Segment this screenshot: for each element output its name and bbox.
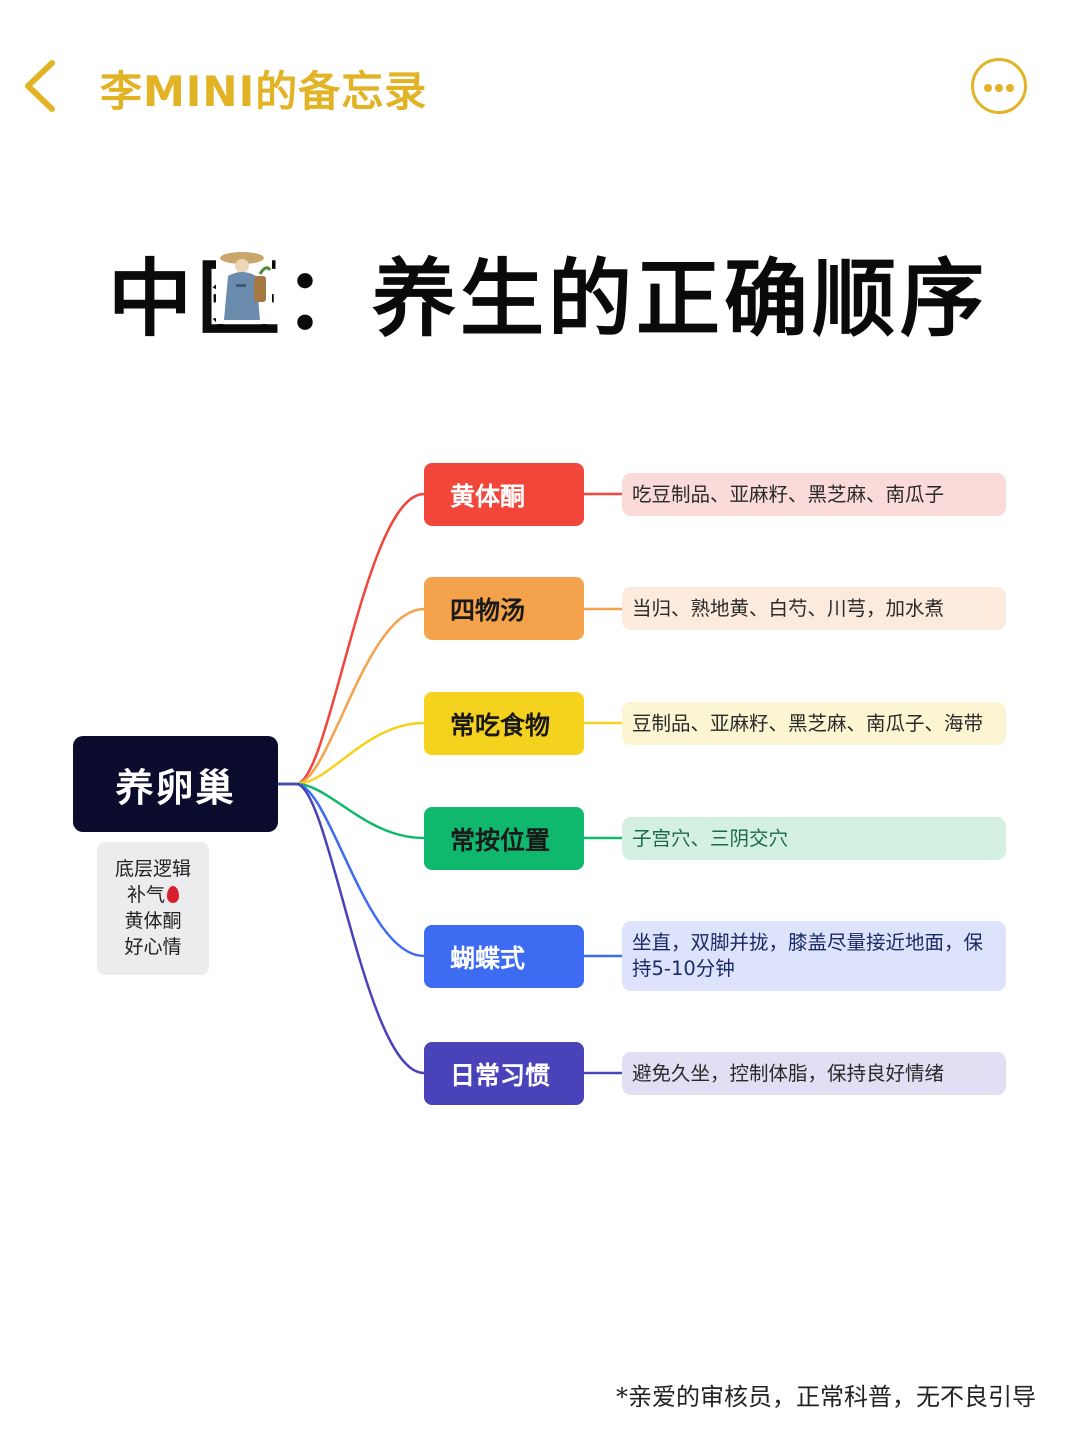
note-line: 黄体酮 bbox=[97, 908, 209, 934]
branch-node-acupoints[interactable]: 常按位置 bbox=[424, 807, 584, 870]
leaf-node-foods[interactable]: 豆制品、亚麻籽、黑芝麻、南瓜子、海带 bbox=[622, 702, 1006, 745]
note-line: 好心情 bbox=[97, 934, 209, 960]
branch-label: 日常习惯 bbox=[450, 1060, 551, 1090]
note-text: 底层逻辑 bbox=[114, 858, 191, 880]
leaf-node-acupoints[interactable]: 子宫穴、三阴交穴 bbox=[622, 817, 1006, 860]
note-text: 黄体酮 bbox=[124, 910, 182, 932]
note-line: 补气 bbox=[97, 882, 209, 908]
leaf-node-habits[interactable]: 避免久坐，控制体脂，保持良好情绪 bbox=[622, 1052, 1006, 1095]
branch-node-siwu-soup[interactable]: 四物汤 bbox=[424, 577, 584, 640]
leaf-node-progesterone[interactable]: 吃豆制品、亚麻籽、黑芝麻、南瓜子 bbox=[622, 473, 1006, 516]
logic-note: 底层逻辑 补气 黄体酮 好心情 bbox=[97, 842, 209, 975]
blood-drop-icon bbox=[167, 886, 179, 903]
leaf-text: 豆制品、亚麻籽、黑芝麻、南瓜子、海带 bbox=[632, 711, 984, 735]
branch-node-foods[interactable]: 常吃食物 bbox=[424, 692, 584, 755]
branch-node-progesterone[interactable]: 黄体酮 bbox=[424, 463, 584, 526]
doctor-illustration-icon bbox=[216, 246, 272, 324]
note-text: 好心情 bbox=[124, 936, 182, 958]
more-horizontal-icon bbox=[984, 84, 992, 92]
more-dot bbox=[995, 84, 1003, 92]
branch-node-habits[interactable]: 日常习惯 bbox=[424, 1042, 584, 1105]
note-text: 补气 bbox=[126, 884, 165, 906]
chevron-left-icon bbox=[25, 60, 55, 112]
leaf-text: 吃豆制品、亚麻籽、黑芝麻、南瓜子 bbox=[632, 482, 945, 506]
top-bar: 李MINI的备忘录 bbox=[0, 0, 1080, 175]
back-button[interactable] bbox=[18, 55, 78, 115]
leaf-node-siwu-soup[interactable]: 当归、熟地黄、白芍、川芎，加水煮 bbox=[622, 587, 1006, 630]
root-label: 养卵巢 bbox=[115, 765, 236, 810]
more-dot bbox=[1006, 84, 1014, 92]
app-title: 李MINI的备忘录 bbox=[100, 67, 428, 116]
leaf-text: 坐直，双脚并拢，膝盖尽量接近地面，保持5-10分钟 bbox=[632, 931, 984, 980]
branch-label: 黄体酮 bbox=[450, 481, 526, 511]
more-button[interactable] bbox=[971, 58, 1027, 114]
leaf-node-butterfly[interactable]: 坐直，双脚并拢，膝盖尽量接近地面，保持5-10分钟 bbox=[622, 921, 1006, 991]
branch-label: 常吃食物 bbox=[450, 710, 551, 740]
disclaimer-note: *亲爱的审核员，正常科普，无不良引导 bbox=[616, 1383, 1036, 1411]
leaf-text: 避免久坐，控制体脂，保持良好情绪 bbox=[632, 1061, 945, 1085]
branch-label: 蝴蝶式 bbox=[450, 943, 526, 973]
branch-node-butterfly[interactable]: 蝴蝶式 bbox=[424, 925, 584, 988]
note-line: 底层逻辑 bbox=[97, 856, 209, 882]
leaf-text: 子宫穴、三阴交穴 bbox=[632, 826, 789, 850]
mindmap-root[interactable]: 养卵巢 bbox=[73, 736, 278, 832]
branch-label: 常按位置 bbox=[450, 825, 551, 855]
branch-label: 四物汤 bbox=[450, 595, 526, 625]
leaf-text: 当归、熟地黄、白芍、川芎，加水煮 bbox=[632, 596, 945, 620]
